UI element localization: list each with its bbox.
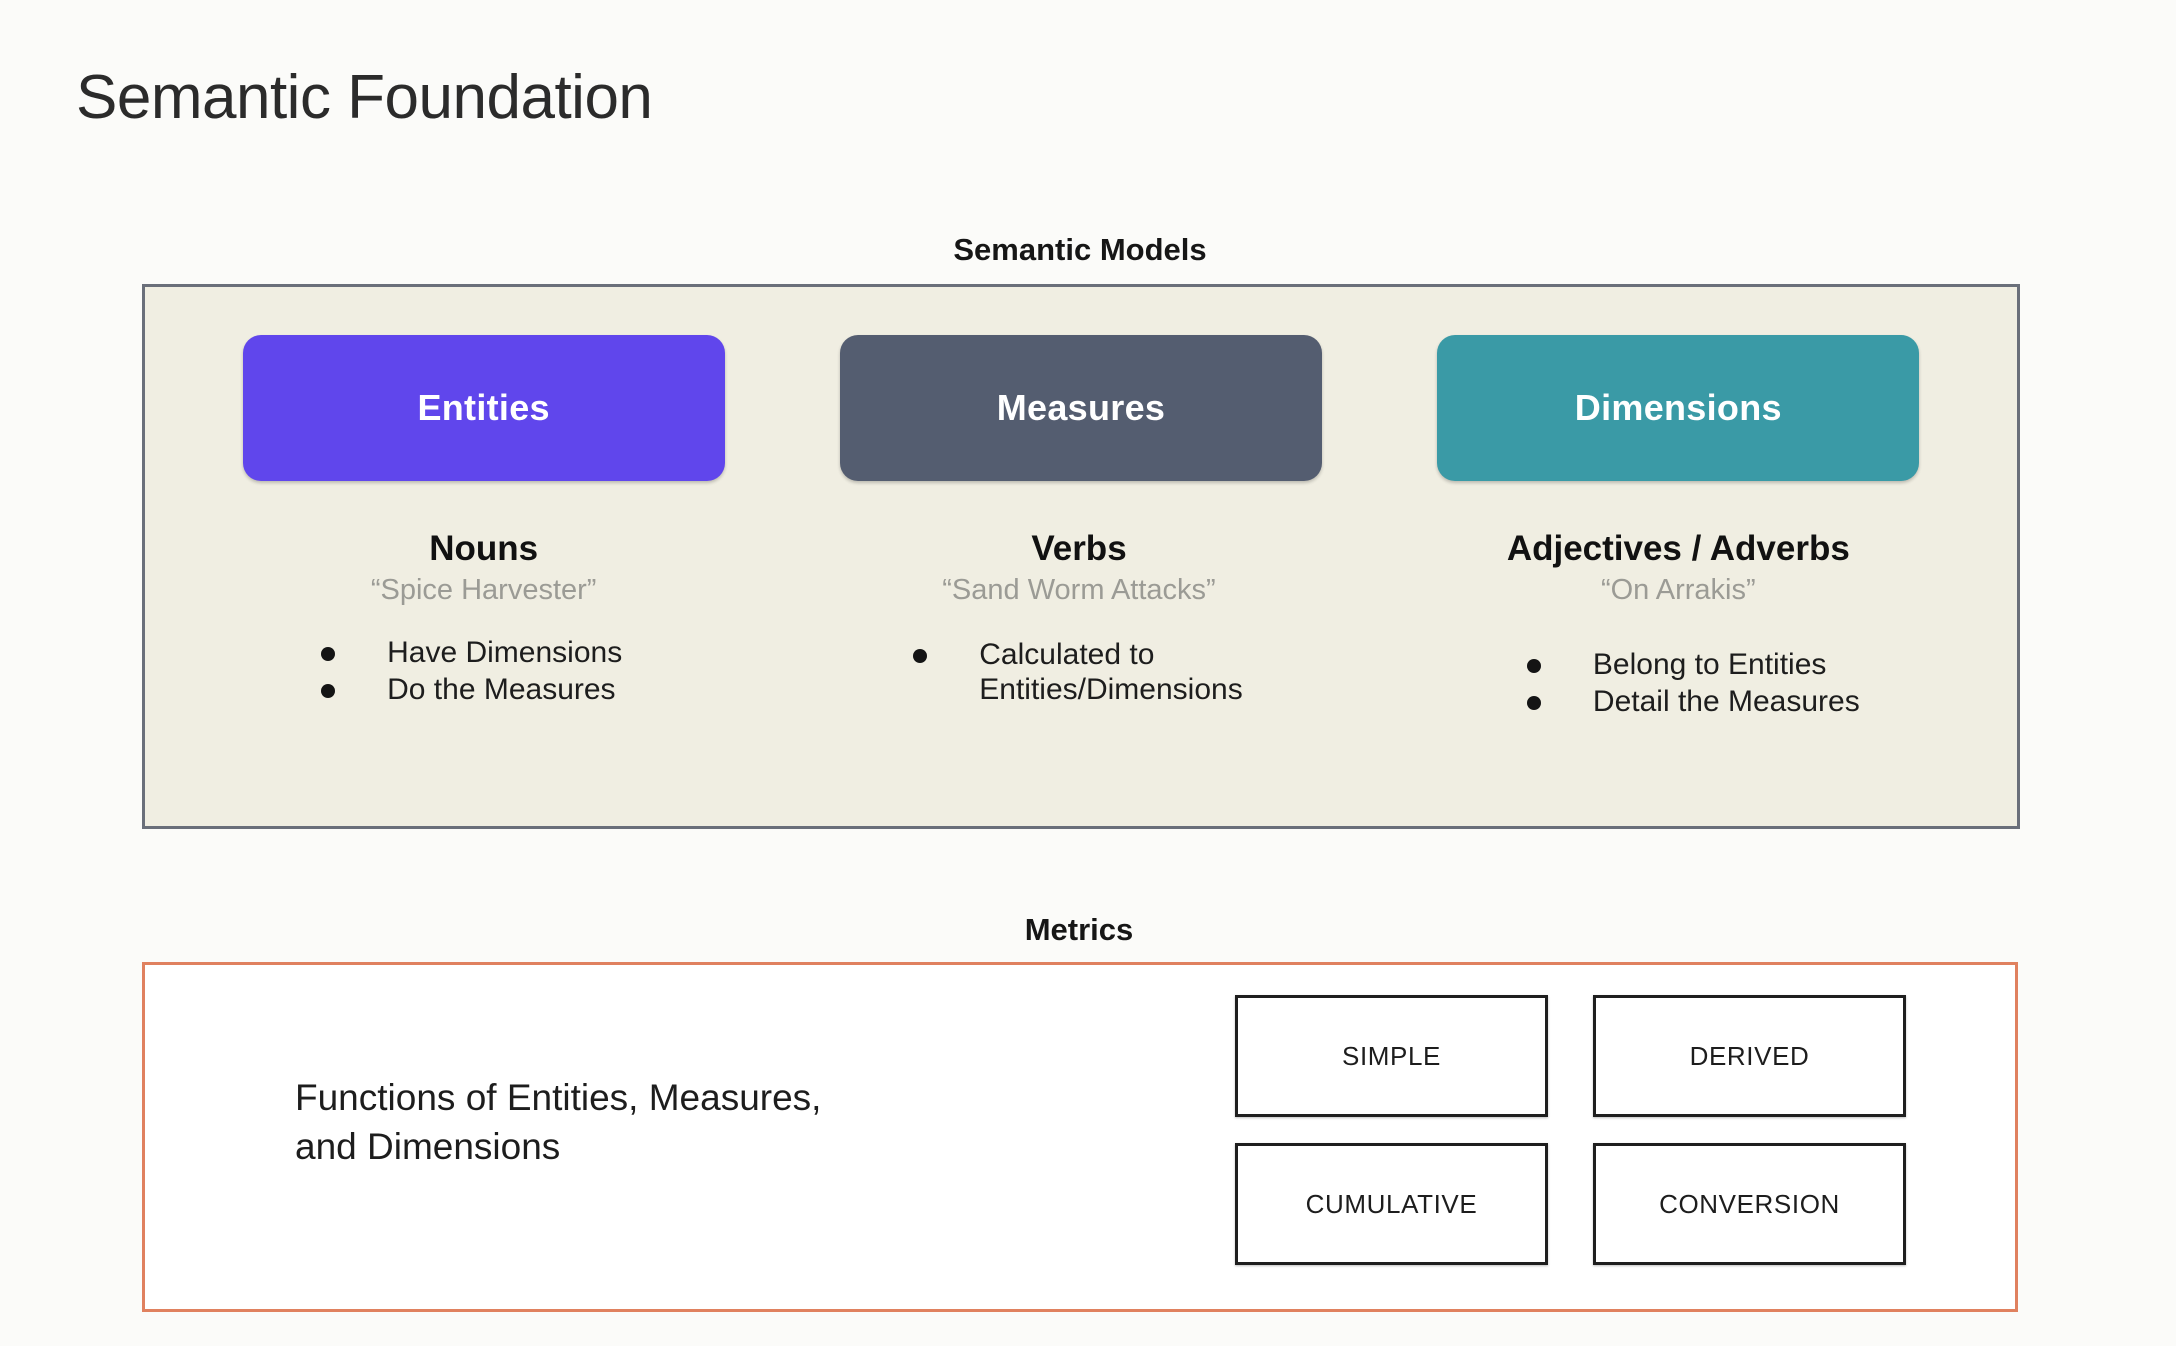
- dimensions-part-of-speech: Adjectives / Adverbs: [1506, 529, 1850, 568]
- metric-type-cumulative[interactable]: CUMULATIVE: [1235, 1143, 1548, 1265]
- page-title: Semantic Foundation: [76, 63, 653, 132]
- entities-bullet-list: Have Dimensions Do the Measures: [321, 635, 622, 707]
- semantic-models-panel: Entities Nouns “Spice Harvester” Have Di…: [142, 284, 2020, 829]
- metric-type-conversion[interactable]: CONVERSION: [1593, 1143, 1906, 1265]
- semantic-column-measures: Measures Verbs “Sand Worm Attacks” Calcu…: [782, 335, 1379, 826]
- semantic-models-header: Semantic Models: [953, 232, 1207, 267]
- list-item: Belong to Entities: [1526, 647, 1860, 682]
- list-item-label: Belong to Entities: [1592, 647, 1827, 681]
- measures-part-of-speech: Verbs: [1031, 529, 1127, 568]
- semantic-column-entities: Entities Nouns “Spice Harvester” Have Di…: [185, 335, 782, 826]
- entities-example: “Spice Harvester”: [370, 573, 597, 606]
- semantic-column-dimensions: Dimensions Adjectives / Adverbs “On Arra…: [1380, 335, 1977, 826]
- measures-bullet-list: Calculated to Entities/Dimensions: [913, 637, 1243, 707]
- metric-type-simple[interactable]: SIMPLE: [1235, 995, 1548, 1117]
- list-item-label: Do the Measures: [387, 672, 616, 706]
- list-item: Do the Measures: [321, 672, 622, 707]
- metric-type-grid: SIMPLE DERIVED CUMULATIVE CONVERSION: [1235, 995, 1906, 1265]
- list-item-label: Calculated to Entities/Dimensions: [979, 637, 1243, 706]
- dimensions-bullet-list: Belong to Entities Detail the Measures: [1526, 647, 1860, 719]
- list-item-label: Have Dimensions: [387, 635, 623, 669]
- list-item: Have Dimensions: [321, 635, 622, 670]
- list-item: Calculated to Entities/Dimensions: [913, 637, 1243, 707]
- semantic-models-columns: Entities Nouns “Spice Harvester” Have Di…: [145, 287, 2017, 826]
- list-item: Detail the Measures: [1526, 684, 1860, 719]
- bullet-dot-icon: [1526, 695, 1541, 710]
- dimensions-pill[interactable]: Dimensions: [1437, 335, 1920, 481]
- entities-part-of-speech: Nouns: [429, 529, 539, 568]
- bullet-dot-icon: [321, 683, 336, 698]
- measures-pill[interactable]: Measures: [839, 335, 1322, 481]
- bullet-dot-icon: [913, 648, 928, 663]
- measures-example: “Sand Worm Attacks”: [942, 573, 1216, 606]
- bullet-dot-icon: [321, 646, 336, 661]
- dimensions-example: “On Arrakis”: [1600, 573, 1756, 606]
- entities-pill[interactable]: Entities: [242, 335, 725, 481]
- metrics-description: Functions of Entities, Measures, and Dim…: [295, 1077, 822, 1168]
- bullet-dot-icon: [1526, 658, 1541, 673]
- metrics-panel: Functions of Entities, Measures, and Dim…: [142, 962, 2018, 1312]
- list-item-label: Detail the Measures: [1592, 684, 1860, 718]
- metrics-header: Metrics: [1024, 912, 1134, 947]
- metric-type-derived[interactable]: DERIVED: [1593, 995, 1906, 1117]
